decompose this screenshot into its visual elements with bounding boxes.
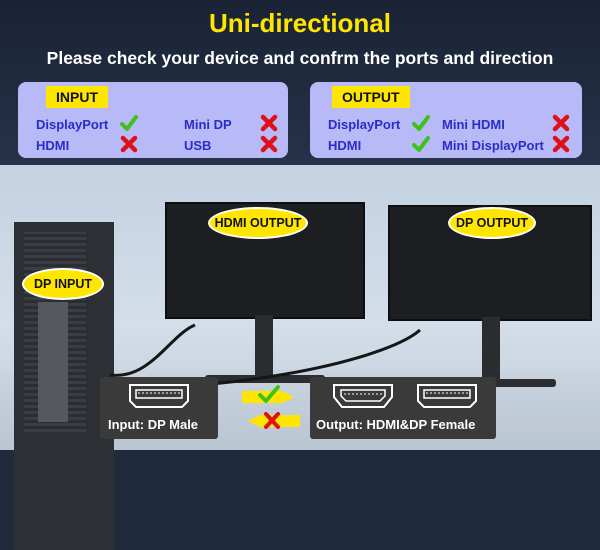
output-item-mini-hdmi: Mini HDMI — [442, 117, 505, 132]
check-icon — [120, 115, 138, 131]
cross-icon — [264, 412, 280, 429]
product-scene: DP INPUT HDMI OUTPUT DP OUTPUT Input: DP… — [0, 165, 600, 550]
cross-icon — [552, 114, 570, 132]
input-item-hdmi: HDMI — [36, 138, 70, 153]
output-item-displayport: DisplayPort — [328, 117, 401, 132]
input-item-usb: USB — [184, 138, 212, 153]
output-connector-label: Output: HDMI&DP Female — [316, 417, 476, 432]
dp-female-connector-icon — [417, 384, 477, 408]
input-connector-card: Input: DP Male — [100, 377, 218, 439]
input-connector-label: Input: DP Male — [108, 417, 199, 432]
check-icon — [412, 136, 430, 152]
cross-icon — [260, 114, 278, 132]
cross-icon — [552, 135, 570, 153]
page-subtitle: Please check your device and confrm the … — [46, 48, 554, 68]
output-item-hdmi: HDMI — [328, 138, 362, 153]
callout-dp-output: DP OUTPUT — [448, 207, 536, 239]
monitor-left-stand — [255, 315, 273, 375]
callout-hdmi-output: HDMI OUTPUT — [208, 207, 308, 239]
input-item-displayport: DisplayPort — [36, 117, 109, 132]
tower-io-panel — [38, 302, 68, 422]
input-panel-title: INPUT — [46, 86, 108, 108]
monitor-left-base — [205, 375, 325, 383]
input-item-mini-dp: Mini DP — [184, 117, 232, 132]
output-panel-title: OUTPUT — [332, 86, 410, 108]
output-item-mini-displayport: Mini DisplayPort — [442, 138, 544, 153]
hdmi-connector-icon — [333, 384, 393, 408]
output-panel: OUTPUT DisplayPort Mini HDMI HDMI Mini D… — [310, 82, 582, 158]
cross-icon — [260, 135, 278, 153]
callout-dp-input: DP INPUT — [22, 268, 104, 300]
check-icon — [258, 385, 280, 403]
input-panel: INPUT DisplayPort Mini DP HDMI USB — [18, 82, 288, 158]
cross-icon — [120, 135, 138, 153]
dp-connector-icon — [129, 384, 189, 408]
monitor-right-stand — [482, 317, 500, 379]
header-banner: Uni-directional Please check your device… — [0, 0, 600, 165]
direction-arrows — [242, 385, 300, 429]
page-title: Uni-directional — [208, 8, 391, 38]
output-connector-card: Output: HDMI&DP Female — [310, 377, 496, 439]
check-icon — [412, 115, 430, 131]
